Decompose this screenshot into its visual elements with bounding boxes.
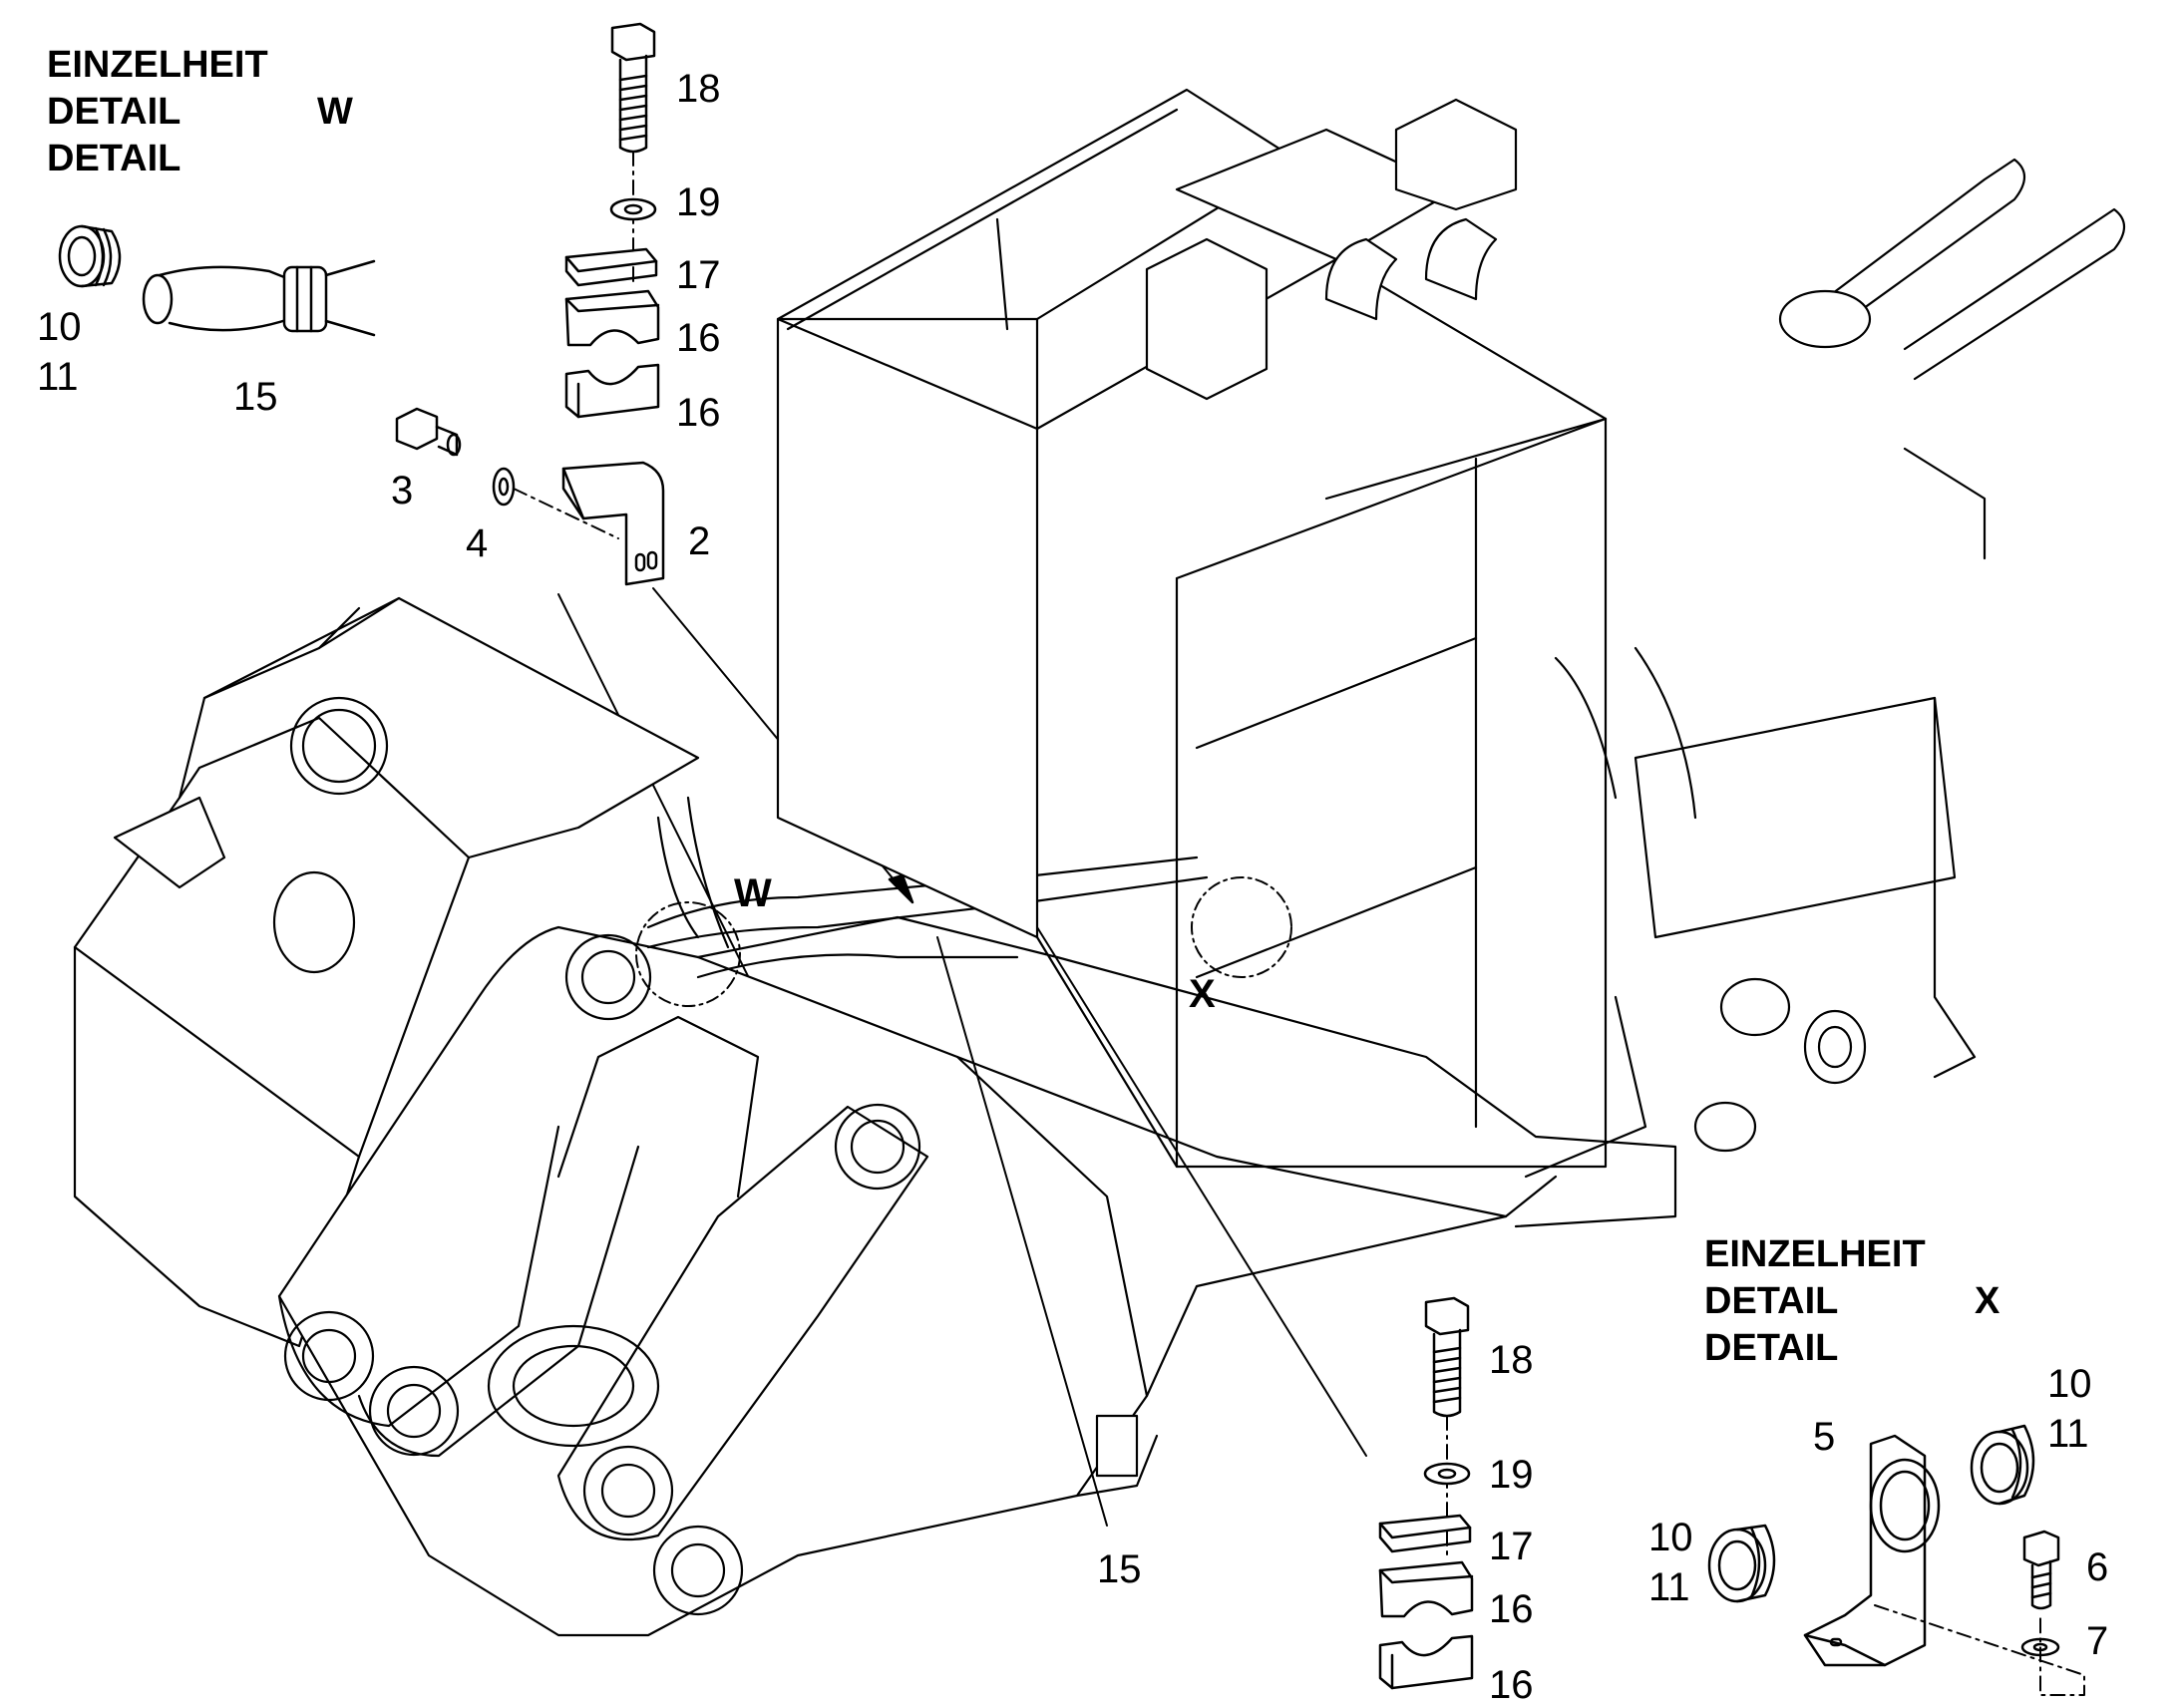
callout-x-fitting-right-11: 11 bbox=[2047, 1412, 2089, 1456]
detail-x-circle bbox=[1191, 876, 1292, 978]
screw-icon bbox=[395, 407, 462, 457]
callout-bottom-clamp-16a: 16 bbox=[1489, 1587, 1534, 1631]
callout-top-bolt-18: 18 bbox=[676, 67, 721, 111]
callout-top-clamp-16a: 16 bbox=[676, 316, 721, 360]
callout-bottom-plate-17: 17 bbox=[1489, 1525, 1534, 1568]
callout-x-fitting-left-11: 11 bbox=[1648, 1565, 1690, 1609]
x-bolt-icon bbox=[2022, 1530, 2060, 1610]
bracket-icon bbox=[561, 461, 665, 586]
callout-x-washer-7: 7 bbox=[2086, 1619, 2109, 1663]
callout-washer-4: 4 bbox=[466, 521, 489, 565]
bottom-bolt-icon bbox=[1424, 1296, 1470, 1418]
callout-x-fitting-left-10: 10 bbox=[1648, 1516, 1693, 1559]
detail-w-heading-line3: DETAIL bbox=[47, 138, 182, 179]
marker-w: W bbox=[734, 871, 772, 915]
detail-w-circle bbox=[635, 901, 741, 1007]
x-fitting-left-icon bbox=[1707, 1524, 1776, 1603]
callout-w-hose-15: 15 bbox=[233, 375, 278, 419]
bottom-clamp-upper-icon bbox=[1378, 1560, 1474, 1618]
top-clamp-lower-icon bbox=[564, 363, 660, 419]
x-bracket-icon bbox=[1803, 1434, 1941, 1667]
bottom-washer-icon bbox=[1423, 1462, 1471, 1486]
detail-x-heading-line2: DETAIL bbox=[1704, 1280, 1839, 1322]
detail-x-heading-letter: X bbox=[1975, 1280, 2000, 1322]
callout-bottom-hose-15: 15 bbox=[1097, 1547, 1142, 1591]
detail-x-heading-line3: DETAIL bbox=[1704, 1327, 1839, 1369]
callout-x-bracket-5: 5 bbox=[1813, 1415, 1836, 1459]
detail-w-hose-icon bbox=[142, 259, 376, 337]
x-fitting-right-icon bbox=[1970, 1424, 2035, 1506]
callout-bottom-washer-19: 19 bbox=[1489, 1453, 1534, 1497]
top-washer-icon bbox=[609, 197, 657, 221]
detail-w-heading-line2: DETAIL bbox=[47, 91, 182, 133]
callout-x-fitting-right-10: 10 bbox=[2047, 1362, 2092, 1406]
detail-w-heading-line1: EINZELHEIT bbox=[47, 44, 268, 86]
callout-top-clamp-16b: 16 bbox=[676, 391, 721, 435]
engine-compartment bbox=[776, 88, 2126, 1179]
callout-x-bolt-6: 6 bbox=[2086, 1545, 2109, 1589]
bottom-clamp-lower-icon bbox=[1378, 1634, 1474, 1690]
top-bolt-icon bbox=[610, 22, 656, 154]
top-clamp-upper-icon bbox=[564, 289, 660, 347]
detail-w-heading-letter: W bbox=[317, 91, 353, 133]
callout-w-fitting-11: 11 bbox=[37, 355, 79, 399]
callout-top-plate-17: 17 bbox=[676, 253, 721, 297]
bottom-plate-icon bbox=[1378, 1514, 1472, 1553]
callout-w-fitting-10: 10 bbox=[37, 305, 82, 349]
washer-icon bbox=[492, 467, 516, 507]
callout-bottom-clamp-16b: 16 bbox=[1489, 1663, 1534, 1707]
callout-top-washer-19: 19 bbox=[676, 180, 721, 224]
detail-x-heading-line1: EINZELHEIT bbox=[1704, 1233, 1926, 1275]
callout-bracket-2: 2 bbox=[688, 519, 711, 563]
callout-bottom-bolt-18: 18 bbox=[1489, 1338, 1534, 1382]
detail-w-fitting-icon bbox=[58, 224, 122, 288]
top-plate-icon bbox=[564, 247, 658, 287]
callout-screw-3: 3 bbox=[391, 469, 414, 512]
marker-x: X bbox=[1189, 972, 1216, 1016]
machine-assembly bbox=[73, 596, 1677, 1637]
